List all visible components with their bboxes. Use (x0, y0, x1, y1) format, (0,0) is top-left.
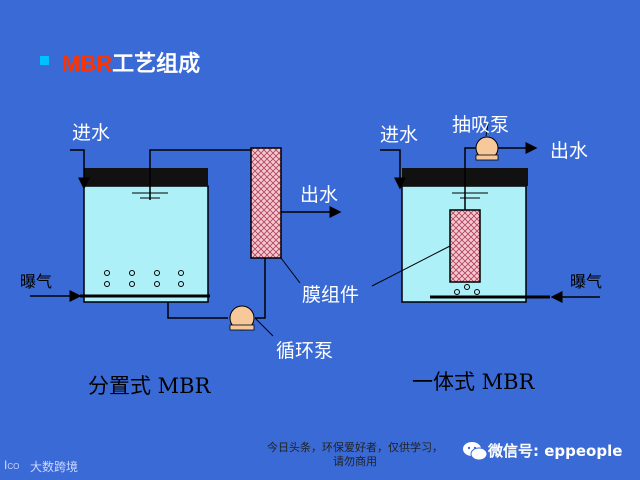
title-bullet (40, 56, 49, 65)
svg-text:ICO: ICO (4, 458, 19, 472)
right-bubbles (454, 284, 480, 295)
left-caption: 分置式 MBR (88, 374, 211, 398)
left-bubbles (104, 270, 184, 287)
wechat-id: 微信号: eppeople (488, 442, 623, 460)
circulation-pump-label: 循环泵 (276, 340, 334, 362)
slide-title: MBR工艺组成 (62, 51, 201, 77)
suction-pump-label: 抽吸泵 (452, 114, 510, 136)
right-outlet-label: 出水 (550, 140, 589, 162)
wechat-icon (463, 442, 488, 461)
right-inlet-pipe (380, 149, 406, 190)
left-tank (83, 168, 209, 303)
left-outlet-label: 出水 (300, 184, 339, 206)
right-suction-pipe (464, 147, 476, 210)
right-membrane-module (449, 209, 481, 283)
right-inlet-label: 进水 (380, 124, 419, 146)
left-inlet-pipe (70, 149, 90, 190)
left-aeration-label: 曝气 (20, 272, 53, 291)
right-caption: 一体式 MBR (412, 370, 535, 394)
membrane-module-label: 膜组件 (302, 284, 360, 306)
logo-text: 大数跨境 (30, 460, 79, 474)
left-return-pipe (255, 258, 266, 319)
footer-note: 今日头条，环保爱好者，仅供学习， 请勿商用 (267, 441, 443, 468)
left-inlet-label: 进水 (72, 122, 111, 144)
left-membrane-module (250, 147, 282, 259)
right-aeration-label: 曝气 (570, 272, 603, 291)
logo-icon: ICO (4, 458, 19, 472)
